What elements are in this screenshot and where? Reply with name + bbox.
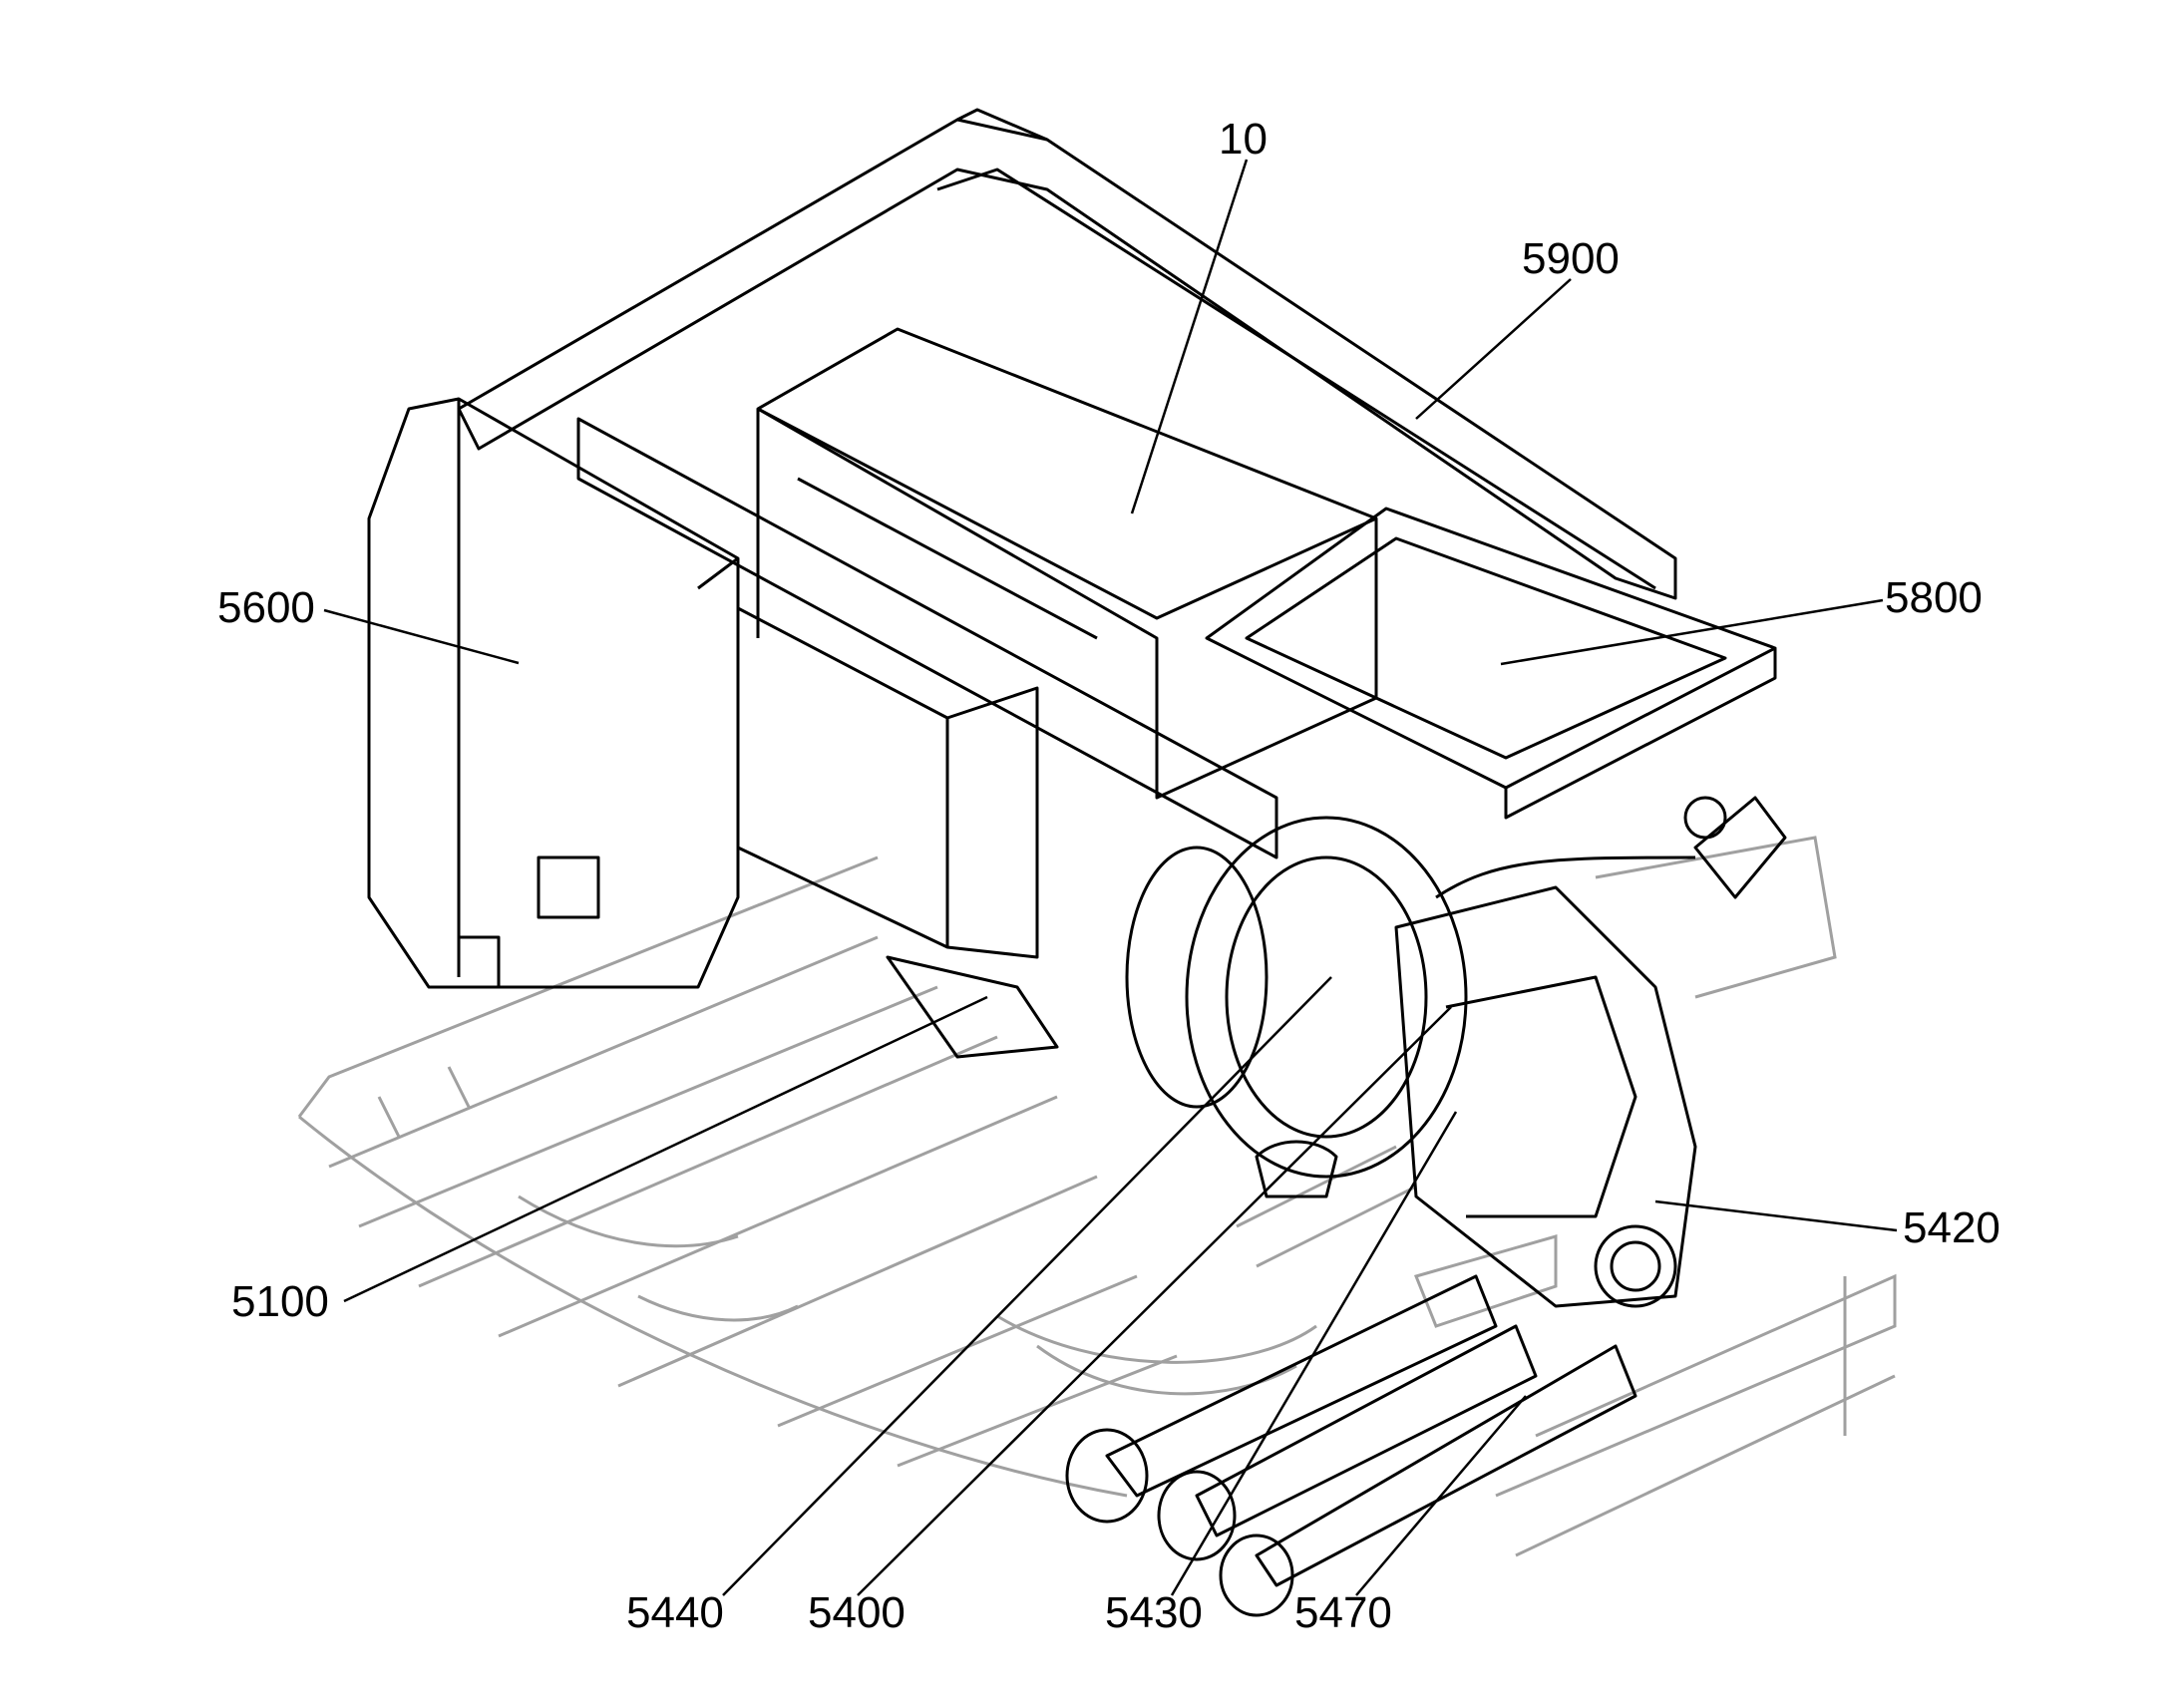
- leader-5440: [722, 976, 1332, 1596]
- callout-5600: 5600: [217, 583, 315, 632]
- leader-5470: [1355, 1395, 1527, 1596]
- leader-5100: [343, 995, 988, 1303]
- leader-5800: [1500, 598, 1884, 666]
- leader-5430: [1170, 1111, 1458, 1596]
- leader-5600: [323, 608, 520, 665]
- leader-5420: [1654, 1199, 1898, 1232]
- generator-ring: [1185, 816, 1468, 1179]
- leader-5400: [857, 1006, 1452, 1596]
- top-box: [756, 327, 1378, 800]
- leader-5900: [1415, 278, 1572, 420]
- callout-5100: 5100: [231, 1277, 329, 1326]
- callout-5430: 5430: [1105, 1588, 1203, 1637]
- hose-2: [1195, 1324, 1538, 1537]
- callout-5400: 5400: [808, 1588, 906, 1637]
- callout-5420: 5420: [1903, 1203, 2000, 1252]
- cross-beam: [576, 417, 1278, 859]
- pump-assembly: [1394, 885, 1697, 1308]
- callout-5470: 5470: [1294, 1588, 1392, 1637]
- hose-3: [1255, 1344, 1637, 1587]
- callout-5800: 5800: [1885, 573, 1983, 622]
- leader-lines: [323, 159, 1898, 1596]
- radiator-grille: [1205, 507, 1777, 790]
- callout-5440: 5440: [626, 1588, 724, 1637]
- leader-10: [1130, 159, 1249, 514]
- side-panel: [367, 397, 740, 989]
- main-assembly: [367, 108, 1787, 1617]
- control-cabinet: [736, 606, 949, 949]
- callout-10: 10: [1219, 115, 1268, 164]
- callout-5900: 5900: [1522, 234, 1620, 283]
- chassis-frame-ghost: [297, 836, 1897, 1557]
- hose-1: [1105, 1274, 1498, 1498]
- rear-frame: [457, 118, 1677, 600]
